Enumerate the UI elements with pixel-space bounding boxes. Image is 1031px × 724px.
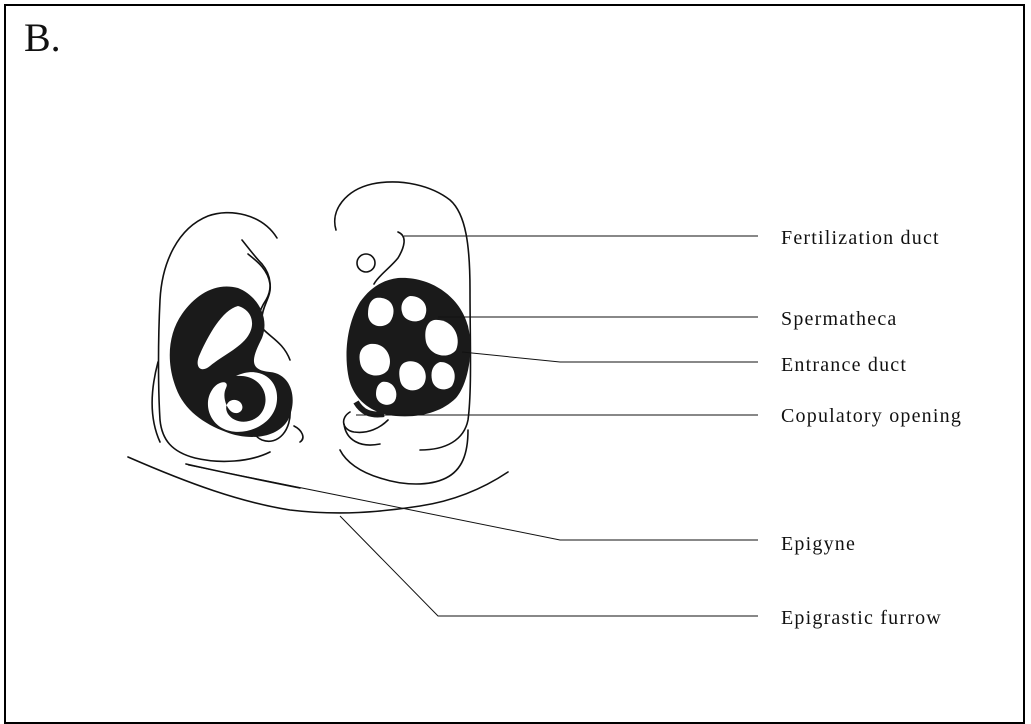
leader-entrance-duct <box>462 352 758 362</box>
right-spermatheca-cavity-1 <box>368 298 394 326</box>
label-copulatory-opening: Copulatory opening <box>781 405 962 427</box>
label-fertilization-duct: Fertilization duct <box>781 227 940 249</box>
label-epigyne: Epigyne <box>781 533 856 555</box>
right-fertilization-duct-bulb <box>357 254 375 272</box>
leader-epigastric-furrow <box>340 516 758 616</box>
epigyne-diagram: Fertilization duct Spermatheca Entrance … <box>0 0 1031 709</box>
leader-epigyne <box>188 465 758 540</box>
label-epigastric-furrow: Epigrastic furrow <box>781 607 942 629</box>
left-spermatheca <box>170 286 293 437</box>
left-copulatory-hook <box>294 426 303 442</box>
epigyne-outer-curve <box>128 457 508 513</box>
label-entrance-duct: Entrance duct <box>781 354 907 376</box>
right-lobe-lower-lip <box>340 430 468 484</box>
label-spermatheca: Spermatheca <box>781 308 897 330</box>
right-spermatheca <box>347 278 471 417</box>
right-fertilization-duct <box>374 232 404 284</box>
right-copulatory-lip <box>344 424 380 445</box>
base-curves <box>128 457 508 513</box>
